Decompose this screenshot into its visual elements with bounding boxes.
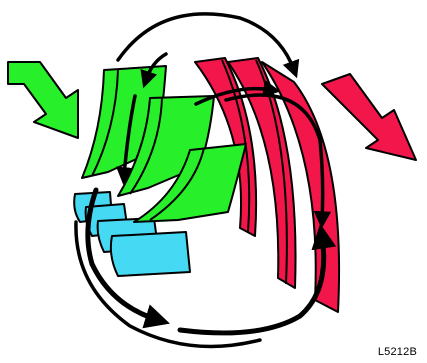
outflow-arrow-icon: [321, 73, 417, 161]
circulation-arrow-icon: [177, 223, 337, 336]
circulation-arrow-icon: [194, 79, 281, 106]
circulation-arrow-icon: [116, 94, 137, 185]
turbine-cup-4: [109, 231, 191, 277]
figure-label: L5212B: [377, 346, 417, 358]
rotor-blade-2: [227, 57, 297, 289]
circulation-arrows: [74, 12, 337, 349]
stator-vane-3: [133, 143, 247, 223]
stator-vane-2: [117, 95, 215, 197]
circulation-arrow-icon: [74, 220, 262, 349]
circulation-arrow-icon: [224, 93, 332, 229]
circulation-arrow-icon: [116, 12, 300, 79]
circulation-arrow-icon: [85, 187, 170, 329]
turbine-cups: [73, 191, 191, 277]
stator-vanes: [81, 65, 247, 223]
inflow-arrow-icon: [7, 61, 79, 139]
circulation-arrow-icon: [140, 52, 168, 89]
